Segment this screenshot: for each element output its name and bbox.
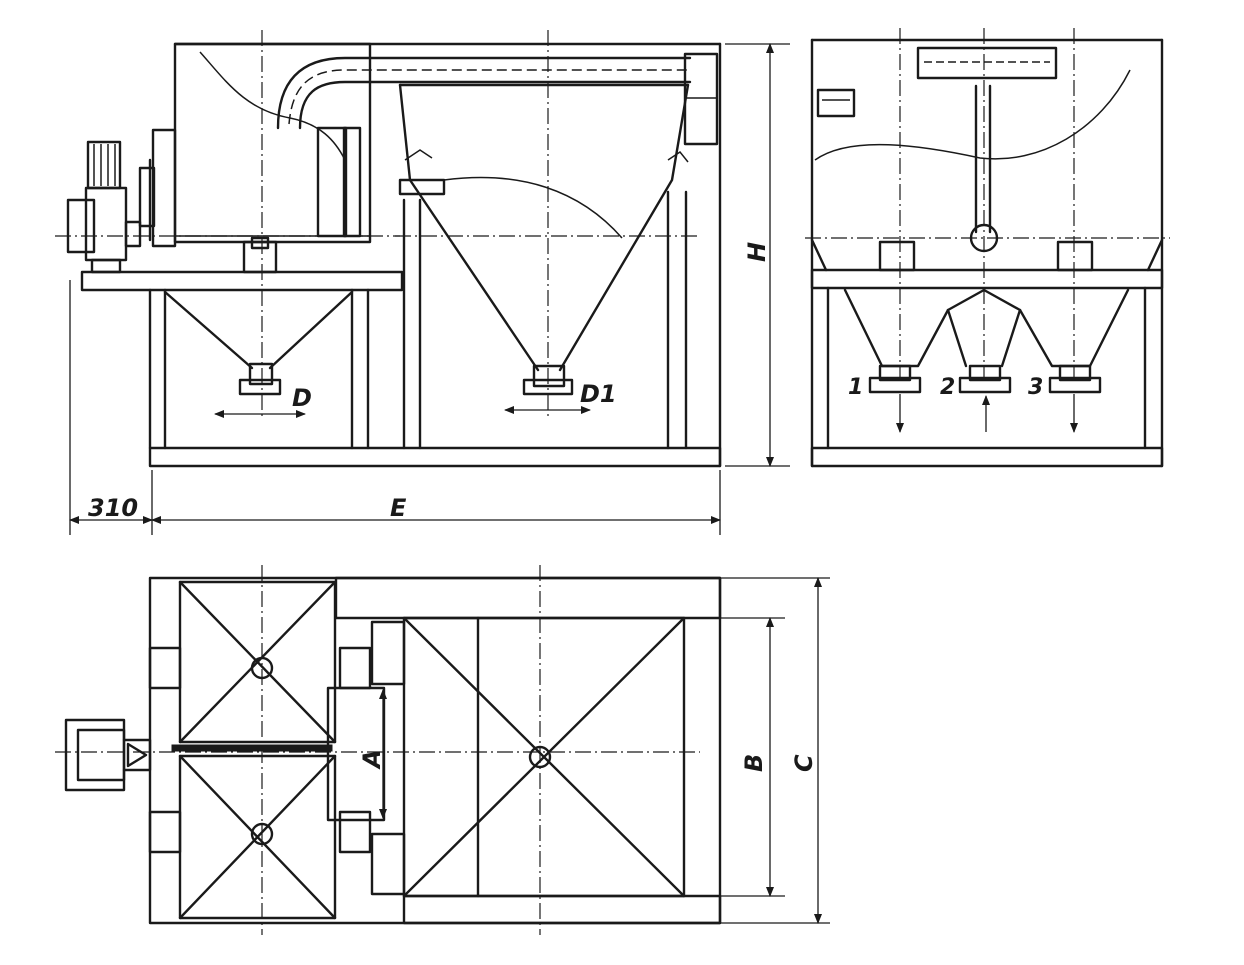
dim-label-d: D [292, 384, 312, 412]
drive-platform [80, 270, 404, 292]
port-label-3: 3 [1028, 375, 1043, 400]
drum-separator [173, 42, 372, 274]
discharge-pipe [276, 52, 719, 146]
port-label-2: 2 [940, 375, 955, 400]
front-dimensions [69, 43, 790, 535]
dim-label-b: B [740, 754, 768, 772]
motor-drive [66, 128, 177, 274]
dim-label-h: H [743, 242, 771, 262]
dim-label-d1: D1 [580, 380, 617, 408]
plan-view [55, 565, 830, 935]
dim-label-a: A [358, 749, 386, 770]
port-label-1: 1 [848, 375, 863, 400]
front-view [55, 30, 722, 468]
settling-cone [398, 83, 690, 450]
side-view [805, 28, 1170, 468]
dim-label-e: E [390, 494, 407, 522]
dim-label-c: C [790, 754, 818, 772]
base-frame [148, 446, 722, 468]
left-hopper-frame [148, 288, 370, 450]
dim-label-310: 310 [88, 494, 138, 522]
